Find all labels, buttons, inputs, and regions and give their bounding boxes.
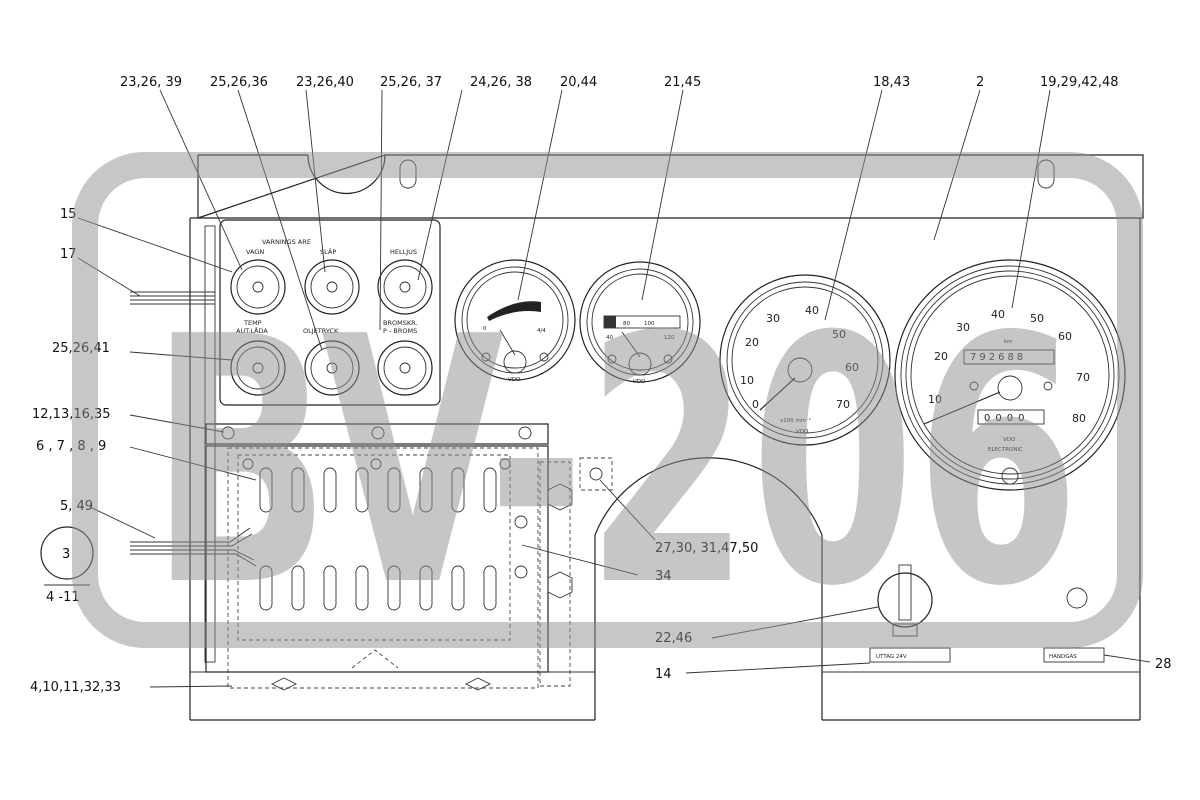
fuse-box — [205, 423, 613, 691]
tacho-unit-label: x100 min⁻¹ — [780, 417, 811, 424]
label-uttag: UTTAG 24V — [876, 654, 907, 660]
temperature-gauge: 40 80 100 120 VDO — [579, 261, 701, 385]
label-bromskr: BROMSKR. — [383, 319, 417, 327]
callout-23-26-40: 23,26,40 — [296, 75, 354, 90]
fuel-vdo-label: VDO — [508, 377, 521, 383]
watermark-text: BV-206 — [150, 265, 1080, 661]
trip-reading: 0000 — [984, 413, 1029, 424]
tacho-scale-60: 60 — [845, 361, 859, 374]
speedo-unit-label: km — [1004, 339, 1013, 345]
temp-scale-100: 100 — [644, 321, 655, 327]
callout-3: 3 — [62, 547, 70, 562]
speedo-vdo-label: VDO — [1003, 437, 1016, 443]
warning-light-bromskr — [377, 340, 433, 396]
speedo-scale-20: 20 — [934, 350, 948, 363]
speedo-scale-40: 40 — [991, 308, 1005, 321]
label-p-broms: P - BROMS — [383, 327, 417, 335]
label-varnings: VARNINGS ARE — [262, 238, 311, 246]
callout-34: 34 — [655, 569, 672, 584]
callout-25-26-37: 25,26, 37 — [380, 75, 442, 90]
label-vagn: VAGN — [246, 248, 264, 256]
callout-24-26-38: 24,26, 38 — [470, 75, 532, 90]
warning-light-slap — [304, 259, 360, 315]
callout-12-13-16-35: 12,13,16,35 — [32, 407, 111, 422]
tacho-scale-40: 40 — [805, 304, 819, 317]
label-oljetryck: OLJETRYCK — [303, 327, 339, 335]
tacho-scale-50: 50 — [832, 328, 846, 341]
temp-vdo-label: VDO — [633, 379, 646, 385]
callout-4-10-11-32-33: 4,10,11,32,33 — [30, 680, 121, 695]
temp-scale-40: 40 — [606, 335, 613, 341]
callout-28: 28 — [1155, 657, 1172, 672]
tacho-scale-20: 20 — [745, 336, 759, 349]
callout-14: 14 — [655, 667, 672, 682]
callout-21-45: 21,45 — [664, 75, 701, 90]
label-aut-lada: AUT.LÅDA — [236, 326, 268, 335]
warning-light-vagn — [230, 259, 286, 315]
speedo-scale-70: 70 — [1076, 371, 1090, 384]
warning-lights-cluster: VARNINGS ARE VAGN SLÄP HELLJUS TEMP AUT.… — [219, 219, 441, 406]
callout-27-30-31-47-50: 27,30, 31,47,50 — [655, 541, 758, 556]
temp-scale-120: 120 — [664, 335, 675, 341]
callout-labels: 23,26, 39 25,26,36 23,26,40 25,26, 37 24… — [30, 75, 1172, 695]
speedo-scale-80: 80 — [1072, 412, 1086, 425]
wiring-harness — [130, 291, 257, 567]
warning-light-temp — [230, 340, 286, 396]
tacho-vdo-label: VDO — [796, 429, 809, 435]
callout-4-11: 4 -11 — [46, 590, 80, 605]
warning-light-helljus — [377, 259, 433, 315]
fuse-row-upper — [259, 467, 497, 513]
speedo-scale-10: 10 — [928, 393, 942, 406]
warning-light-oljetryck — [304, 340, 360, 396]
speedo-electronic-label: ELECTRONIC — [988, 447, 1023, 453]
odometer-reading: 792688 — [970, 352, 1026, 363]
fuel-full-label: 4/4 — [537, 328, 546, 334]
callout-19-29-42-48: 19,29,42,48 — [1040, 75, 1119, 90]
callout-18-43: 18,43 — [873, 75, 910, 90]
callout-2: 2 — [976, 75, 984, 90]
tacho-scale-10: 10 — [740, 374, 754, 387]
watermark: BV-206 — [72, 152, 1143, 661]
tacho-scale-0: 0 — [752, 398, 759, 411]
temp-scale-80: 80 — [623, 321, 630, 327]
tacho-scale-30: 30 — [766, 312, 780, 325]
speedo-scale-30: 30 — [956, 321, 970, 334]
speedo-scale-60: 60 — [1058, 330, 1072, 343]
fuel-empty-label: 0 — [483, 326, 487, 332]
fuse-row-lower — [259, 565, 497, 611]
fuel-gauge: 0 4/4 VDO — [454, 259, 576, 383]
label-handgas: HANDGAS — [1049, 654, 1077, 660]
tachometer: 0 10 20 30 40 50 60 70 x100 min⁻¹ VDO — [719, 274, 891, 446]
callout-20-44: 20,44 — [560, 75, 597, 90]
callout-25-26-36: 25,26,36 — [210, 75, 268, 90]
component-3: 3 4 -11 — [40, 526, 94, 605]
callout-23-26-39: 23,26, 39 — [120, 75, 182, 90]
label-helljus: HELLJUS — [390, 248, 417, 256]
speedo-scale-50: 50 — [1030, 312, 1044, 325]
tacho-scale-70: 70 — [836, 398, 850, 411]
label-slap: SLÄP — [320, 247, 336, 256]
label-temp: TEMP — [243, 319, 262, 327]
